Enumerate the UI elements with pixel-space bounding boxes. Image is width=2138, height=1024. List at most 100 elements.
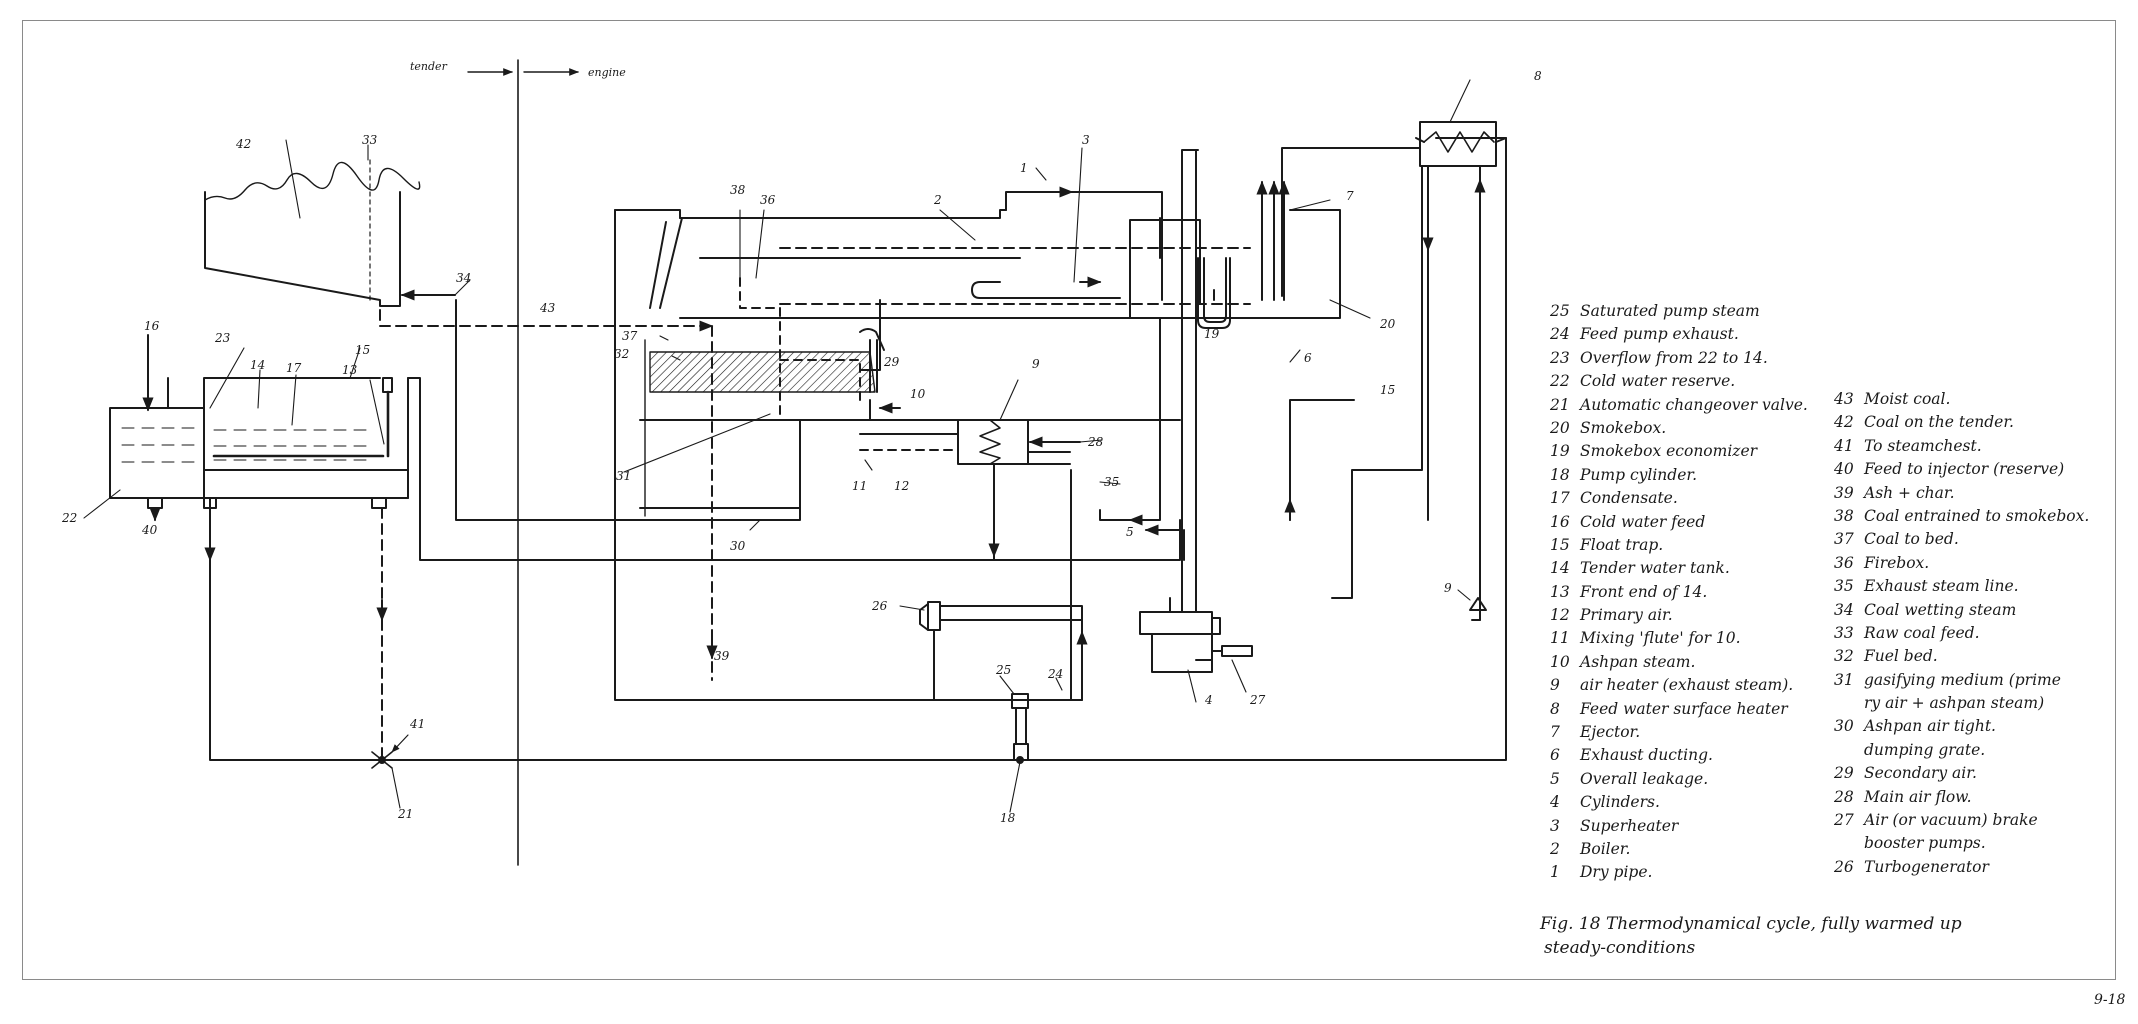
legend-entry: 42 Coal on the tender. <box>1834 411 2089 434</box>
legend-text: Front end of 14. <box>1580 582 1708 601</box>
part-label-28: 28 <box>1087 435 1104 449</box>
part-label-42: 42 <box>235 137 251 151</box>
legend-entry: 25 Saturated pump steam <box>1550 300 1808 323</box>
legend-number: 1 <box>1550 863 1560 882</box>
dry-pipe <box>1005 191 1163 301</box>
legend-number: 30 <box>1834 717 1854 736</box>
part-label-10: 10 <box>910 387 926 401</box>
feed-return-loop <box>209 137 1507 761</box>
legend-number: 24 <box>1550 325 1570 344</box>
legend-text: Mixing 'flute' for 10. <box>1580 629 1741 648</box>
part-label-24: 24 <box>1047 667 1063 681</box>
legend-number: 28 <box>1834 787 1854 806</box>
legend-text: Cold water reserve. <box>1580 372 1736 391</box>
moist-coal-line <box>379 309 714 332</box>
legend-number: 14 <box>1550 559 1570 578</box>
legend-text: Saturated pump steam <box>1580 302 1760 320</box>
cylinders <box>1139 611 1253 673</box>
legend-number: 39 <box>1834 483 1854 502</box>
legend-entry: 41 To steamchest. <box>1834 435 2089 458</box>
legend-text: Feed water surface heater <box>1580 699 1788 718</box>
firebox <box>614 209 1072 701</box>
part-label-4: 4 <box>1204 693 1213 707</box>
part-label-1: 1 <box>1020 161 1028 175</box>
feed-water-heater <box>1415 121 1507 167</box>
legend-text: Coal to bed. <box>1864 530 1959 549</box>
part-label-7: 7 <box>1346 189 1354 203</box>
legend-text: Overall leakage. <box>1580 769 1709 788</box>
legend-text: Ejector. <box>1580 723 1641 742</box>
legend-text: Cylinders. <box>1580 793 1660 812</box>
legend-text: Cold water feed <box>1580 512 1706 531</box>
part-label-34: 34 <box>456 271 471 285</box>
legend-text: Coal on the tender. <box>1864 413 2014 432</box>
part-label-15: 15 <box>355 343 370 357</box>
axis-label-tender: tender <box>410 60 448 73</box>
legend-text: Firebox. <box>1864 553 1930 572</box>
part-label-12: 12 <box>894 479 909 493</box>
part-label-17: 17 <box>286 361 302 375</box>
legend-text: Automatic changeover valve. <box>1580 395 1808 414</box>
caption-line-2: steady-conditions <box>1544 938 1696 958</box>
part-label-8: 8 <box>1534 69 1542 83</box>
legend-entry: 20 Smokebox. <box>1550 417 1808 440</box>
float-trap <box>382 377 393 393</box>
legend-text: Float trap. <box>1580 535 1664 554</box>
legend-number: 41 <box>1834 436 1854 455</box>
part-label-5: 5 <box>1126 525 1134 539</box>
legend-text: Primary air. <box>1580 606 1673 625</box>
legend-text: Raw coal feed. <box>1864 623 1980 642</box>
legend-text: Coal wetting steam <box>1864 600 2017 619</box>
legend-text: Air (or vacuum) brake <box>1864 811 2038 830</box>
legend-number: 17 <box>1550 489 1570 508</box>
legend-number: 22 <box>1550 372 1570 391</box>
part-label-31: 31 <box>616 469 631 483</box>
part-label-35: 35 <box>1104 475 1119 489</box>
part-label-37: 37 <box>622 329 638 343</box>
main-air-heater-block <box>957 419 1029 465</box>
part-label-38: 38 <box>730 183 746 197</box>
part-label-19: 19 <box>1204 327 1220 341</box>
legend-text: To steamchest. <box>1864 436 1982 455</box>
legend-number: 9 <box>1550 676 1560 695</box>
legend-number: 20 <box>1550 418 1570 437</box>
feed-pump <box>1011 693 1029 761</box>
part-label-15b: 15 <box>1380 383 1395 397</box>
part-label-9b: 9 <box>1032 357 1040 371</box>
legend-text: Feed pump exhaust. <box>1580 325 1739 344</box>
part-label-6: 6 <box>1304 351 1312 365</box>
legend-text: Smokebox. <box>1580 418 1667 437</box>
page-number: 9-18 <box>2094 992 2126 1008</box>
legend-text: Feed to injector (reserve) <box>1864 460 2065 479</box>
part-label-20: 20 <box>1379 317 1396 331</box>
legend-text: dumping grate. <box>1864 740 1986 759</box>
legend-entry: ry air + ashpan steam) <box>1834 692 2089 715</box>
legend-number: 26 <box>1834 857 1854 876</box>
air-heater <box>1469 597 1487 621</box>
part-label-39: 39 <box>714 649 730 663</box>
legend-number: 38 <box>1834 506 1854 525</box>
legend-number: 42 <box>1834 413 1854 432</box>
part-label-2: 2 <box>933 193 942 207</box>
coal-bunker <box>204 159 421 307</box>
legend-entry: 22 Cold water reserve. <box>1550 370 1808 393</box>
legend-number: 4 <box>1550 793 1560 812</box>
legend-number: 25 <box>1550 302 1570 320</box>
legend-number: 37 <box>1834 530 1854 549</box>
part-label-18: 18 <box>1000 811 1016 825</box>
legend-entry: 4 Cylinders. <box>1550 791 1808 814</box>
part-label-14: 14 <box>250 358 265 372</box>
legend-text: booster pumps. <box>1864 834 1986 853</box>
